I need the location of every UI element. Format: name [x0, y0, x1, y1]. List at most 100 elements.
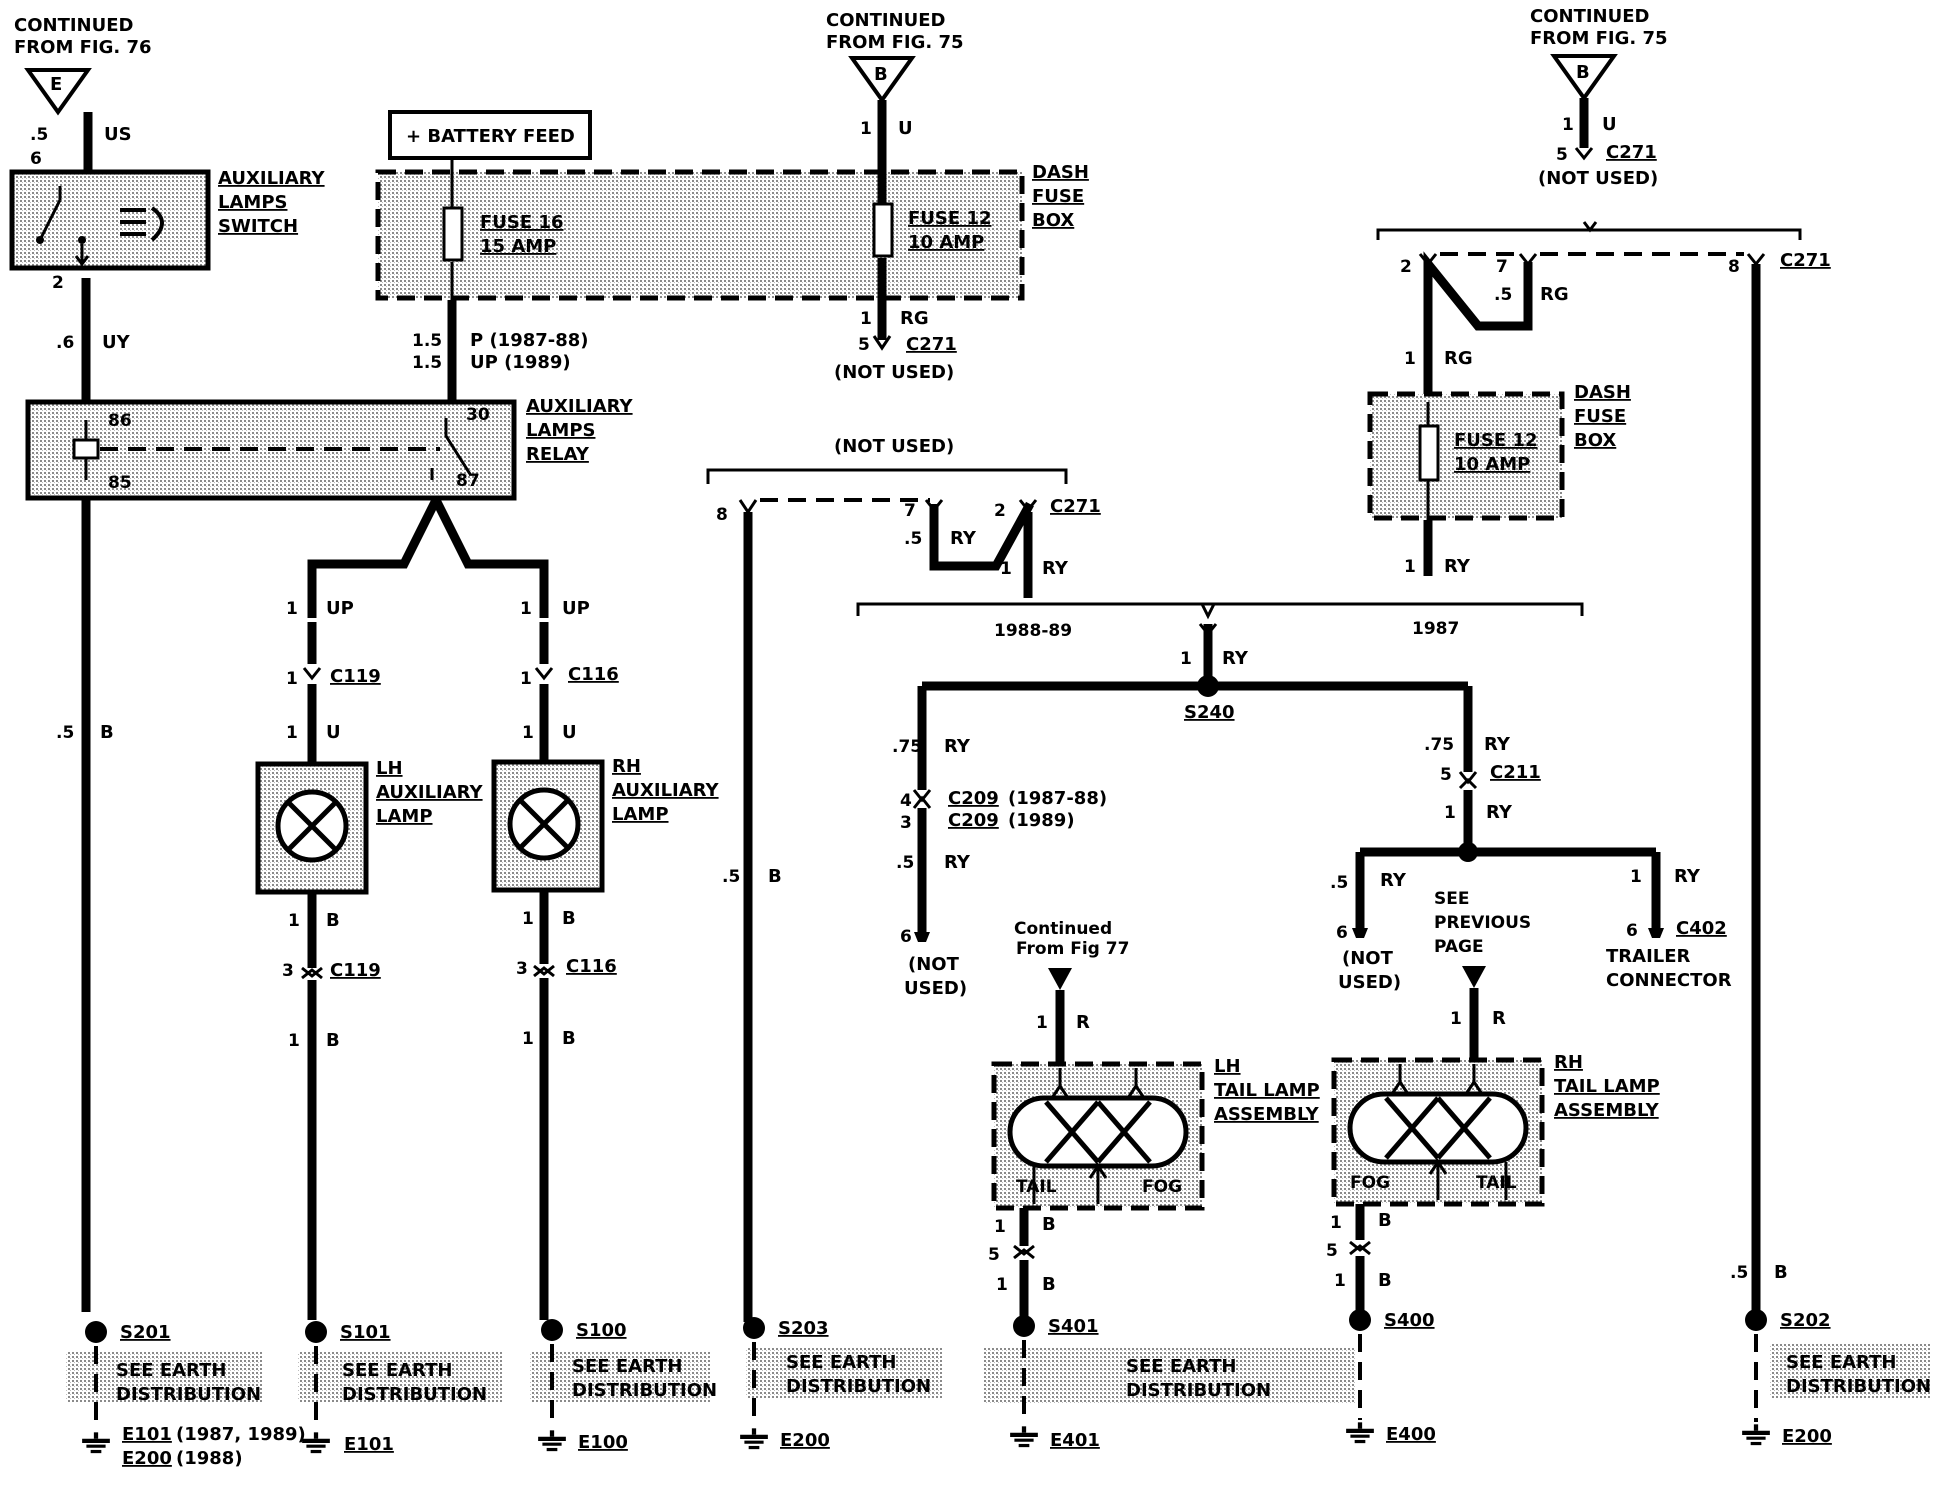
connector-label: C209	[948, 788, 999, 809]
pin-number: 3	[282, 961, 294, 981]
relay-pin: 85	[108, 473, 132, 493]
connector-c119-icon	[302, 667, 322, 681]
see-earth-label: SEE EARTH	[572, 1356, 682, 1377]
connector-label: C402	[1676, 918, 1727, 939]
see-prev-label-3: PAGE	[1434, 937, 1484, 957]
connector-b-letter: B	[874, 64, 888, 85]
pin-number: 1	[1562, 115, 1574, 135]
pin-number: 1	[520, 599, 532, 619]
relay-label-1: AUXILIARY	[526, 396, 634, 417]
wire-gauge: .5	[1730, 1263, 1748, 1283]
connector-label: C119	[330, 666, 381, 687]
ground-label: E101	[344, 1434, 394, 1455]
wire-color: U	[326, 722, 341, 743]
wire-gauge: .5	[896, 853, 914, 873]
see-earth-label: DISTRIBUTION	[1786, 1376, 1931, 1397]
rh-tail-label-1: RH	[1554, 1052, 1583, 1073]
switch-contact-icon	[38, 186, 62, 241]
pin-number: 1	[288, 1031, 300, 1051]
ground-icon	[1346, 1422, 1374, 1441]
splice-s201-dot	[85, 1321, 107, 1343]
not-used-label: (NOT	[1342, 948, 1394, 969]
dash-fuse-box-label-1: DASH	[1032, 162, 1089, 183]
wire-color: B	[326, 910, 340, 931]
continued-from-fig76: CONTINUED FROM FIG. 76 E	[14, 15, 152, 116]
see-earth-label: DISTRIBUTION	[116, 1384, 261, 1405]
continued-fig-label: From Fig 77	[1016, 939, 1129, 959]
pin-number: 6	[900, 927, 912, 947]
years-label: (1989)	[1008, 810, 1075, 831]
fuse16-icon	[442, 206, 464, 262]
relay-label-3: RELAY	[526, 444, 590, 465]
wire-color: RY	[1674, 866, 1701, 887]
year-label: 1988-89	[994, 621, 1072, 641]
pin-number: 3	[900, 813, 912, 833]
pin-number: 1	[1444, 803, 1456, 823]
splice-label: S101	[340, 1322, 391, 1343]
wire-color: B	[562, 908, 576, 929]
wire-color: RY	[944, 852, 971, 873]
continued-from-fig75-right: CONTINUED FROM FIG. 75 B	[1530, 6, 1668, 102]
wire-color: B	[1378, 1210, 1392, 1231]
see-earth-label: SEE EARTH	[1126, 1356, 1236, 1377]
wire-color: B	[562, 1028, 576, 1049]
wire-color: RY	[1444, 556, 1471, 577]
connector-label: C271	[1606, 142, 1657, 163]
wire-color: US	[104, 124, 132, 145]
connector-label: C116	[568, 664, 619, 685]
pin-number: 4	[900, 791, 912, 811]
pin-number: 6	[1336, 923, 1348, 943]
connector-e-triangle-icon	[24, 68, 92, 116]
fuse16-rating: 15 AMP	[480, 236, 556, 257]
wire-color: U	[562, 722, 577, 743]
splice-s101-dot	[305, 1321, 327, 1343]
pin-number: 1	[1334, 1271, 1346, 1291]
arrow-down-icon	[1048, 968, 1072, 990]
pin-number: 1	[1450, 1009, 1462, 1029]
tail-label: TAIL	[1476, 1173, 1517, 1193]
see-earth-label: DISTRIBUTION	[1126, 1380, 1271, 1401]
pin-number: 1	[1404, 557, 1416, 577]
see-earth-shade	[298, 1352, 502, 1402]
see-prev-label-1: SEE	[1434, 889, 1469, 909]
wire-color: U	[898, 118, 913, 139]
connector-label: C271	[1050, 496, 1101, 517]
splice-label: S201	[120, 1322, 171, 1343]
see-prev-label-2: PREVIOUS	[1434, 913, 1531, 933]
pin-number: 1	[1036, 1013, 1048, 1033]
headlamp-icon	[120, 206, 164, 242]
dash-fuse-box-right	[1367, 391, 1565, 521]
pin-number: 1	[286, 669, 298, 689]
see-earth-label: SEE EARTH	[1786, 1352, 1896, 1373]
trailer-connector-label-2: CONNECTOR	[1606, 970, 1732, 991]
wire-color: RG	[900, 308, 929, 329]
fuse12-right-icon	[1418, 424, 1440, 482]
continued-from-fig75-mid: CONTINUED FROM FIG. 75 B	[826, 10, 964, 104]
pin-number: 1	[1630, 867, 1642, 887]
pin-number: 5	[1326, 1241, 1338, 1261]
wire-gauge: 1.5	[412, 331, 442, 351]
splice-dot	[1458, 842, 1478, 862]
splice-s401-dot	[1013, 1315, 1035, 1337]
pin-number: 8	[716, 505, 728, 525]
wire-color: P (1987-88)	[470, 330, 589, 351]
wire-color: B	[768, 866, 782, 887]
trailer-connector-label-1: TRAILER	[1606, 946, 1691, 967]
see-earth-label: SEE EARTH	[786, 1352, 896, 1373]
connector-label: C271	[1780, 250, 1831, 271]
wire-gauge: .75	[892, 737, 922, 757]
see-earth-label: DISTRIBUTION	[786, 1376, 931, 1397]
pin-number: 1	[522, 723, 534, 743]
connector-b-letter: B	[1576, 62, 1590, 83]
wire-color: B	[1774, 1262, 1788, 1283]
pin-number: 1	[288, 911, 300, 931]
pin-number: 1	[522, 909, 534, 929]
lh-tail-label-1: LH	[1214, 1056, 1241, 1077]
ground-years-label: (1988)	[176, 1448, 243, 1469]
see-earth-label: DISTRIBUTION	[342, 1384, 487, 1405]
wire-gauge: .5	[722, 867, 740, 887]
pin-number: 1	[522, 1029, 534, 1049]
ground-icon	[1742, 1424, 1770, 1443]
pin-number: 1	[286, 599, 298, 619]
